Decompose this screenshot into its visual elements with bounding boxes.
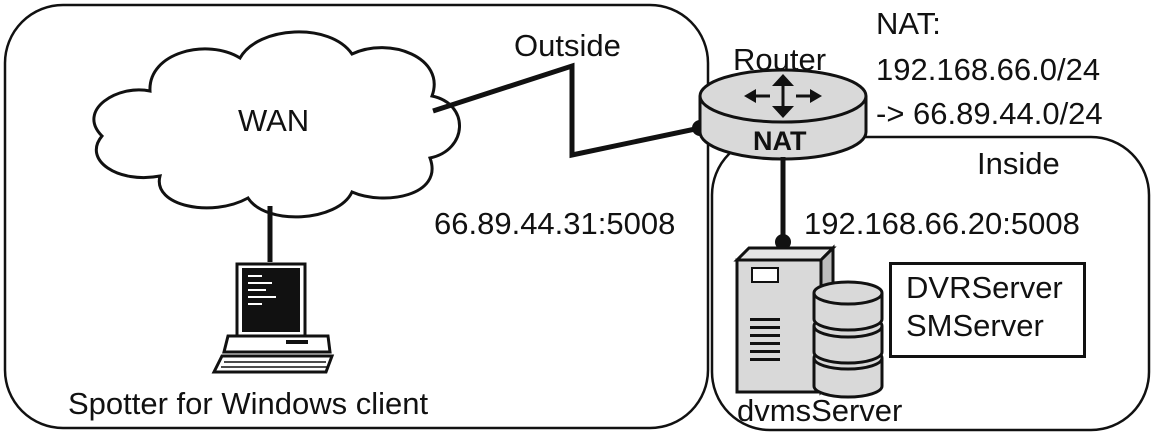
wan-cloud: [92, 30, 461, 219]
inside-zone-label: Inside: [977, 146, 1060, 181]
outside-zone: [3, 3, 710, 430]
inside-zone: [710, 135, 1151, 432]
nat-rule-line1: NAT:: [876, 6, 941, 41]
router-nat-badge: NAT: [753, 126, 807, 156]
services-box: DVRServer SMServer: [889, 262, 1086, 358]
router-label: Router: [733, 42, 827, 77]
server-label: dvmsServer: [737, 393, 903, 428]
wan-cloud-label: WAN: [238, 103, 310, 138]
database-icon: [812, 280, 884, 399]
service-item-dvrserver: DVRServer: [906, 270, 1063, 305]
service-item-smserver: SMServer: [906, 308, 1044, 343]
server-port-dot: [775, 234, 791, 250]
computer-icon: [211, 262, 335, 374]
client-label: Spotter for Windows client: [68, 386, 429, 421]
outside-zone-label: Outside: [514, 28, 621, 63]
public-address-label: 66.89.44.31:5008: [434, 206, 676, 241]
wan-link: [432, 62, 701, 159]
nat-rule-line3: -> 66.89.44.0/24: [876, 96, 1103, 131]
nat-rule-line2: 192.168.66.0/24: [876, 52, 1101, 87]
private-address-label: 192.168.66.20:5008: [804, 206, 1080, 241]
